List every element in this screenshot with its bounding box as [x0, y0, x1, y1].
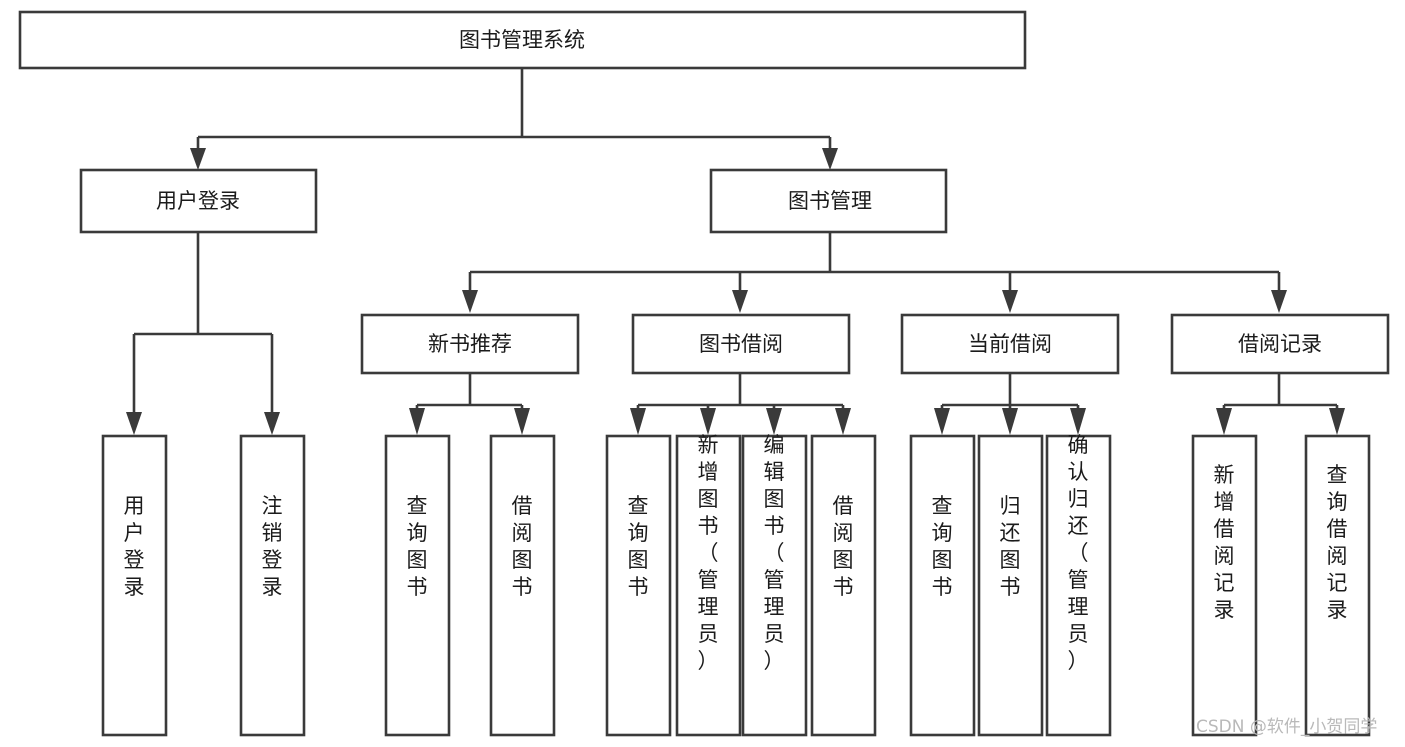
arrowhead-borrow-record	[1271, 290, 1287, 313]
leaf-logout-label: 注销登录	[262, 494, 283, 599]
leaf-bb-add-book-box[interactable]	[675, 434, 742, 737]
leaf-bb-borrow-book-label: 借阅图书	[833, 494, 854, 599]
arrowhead-nbr-leaf-2	[514, 408, 530, 435]
leaf-br-add-record-box[interactable]	[1191, 434, 1258, 737]
leaf-bb-add-book[interactable]: 新增图书（管理员）	[675, 433, 742, 737]
node-book-manage[interactable]: 图书管理	[709, 168, 948, 234]
arrowhead-bb-leaf-3	[766, 408, 782, 435]
leaf-cb-query-book[interactable]: 查询图书	[909, 434, 976, 737]
leaf-user-login-box[interactable]	[101, 434, 168, 737]
arrowhead-new-book-recommend	[462, 290, 478, 313]
leaf-br-query-record-label: 查询借阅记录	[1327, 463, 1348, 622]
arrowhead-nbr-leaf-1	[409, 408, 425, 435]
leaf-bb-borrow-book-box[interactable]	[810, 434, 877, 737]
leaf-bb-query-book-label: 查询图书	[628, 494, 649, 599]
leaf-cb-return-book-label: 归还图书	[1000, 494, 1021, 599]
node-new-book-recommend[interactable]: 新书推荐	[360, 313, 580, 375]
node-borrow-record[interactable]: 借阅记录	[1170, 313, 1390, 375]
arrowhead-leaf-logout	[264, 412, 280, 435]
node-book-manage-label: 图书管理	[788, 189, 872, 213]
leaf-br-add-record-label: 新增借阅记录	[1214, 463, 1235, 622]
node-book-manage-box[interactable]	[709, 168, 948, 234]
node-current-borrow-box[interactable]	[900, 313, 1120, 375]
node-user-login-label: 用户登录	[156, 189, 240, 213]
arrowhead-leaf-user-login	[126, 412, 142, 435]
leaf-nbr-query-book-label: 查询图书	[407, 494, 428, 599]
csdn-watermark: CSDN @软件_小贺同学	[1196, 717, 1377, 737]
leaf-br-query-record-box[interactable]	[1304, 434, 1371, 737]
leaf-nbr-borrow-book[interactable]: 借阅图书	[489, 434, 556, 737]
arrowhead-br-leaf-2	[1329, 408, 1345, 435]
leaf-user-login[interactable]: 用户登录	[101, 434, 168, 737]
node-borrow-record-label: 借阅记录	[1238, 332, 1322, 356]
arrowhead-bb-leaf-4	[835, 408, 851, 435]
arrowhead-user-login	[190, 148, 206, 170]
node-current-borrow-label: 当前借阅	[968, 332, 1052, 356]
leaf-cb-confirm-return[interactable]: 确认归还（管理员）	[1045, 433, 1112, 737]
leaf-nbr-borrow-book-box[interactable]	[489, 434, 556, 737]
leaf-bb-borrow-book[interactable]: 借阅图书	[810, 434, 877, 737]
node-root-label: 图书管理系统	[459, 28, 585, 52]
arrowhead-book-borrow	[732, 290, 748, 313]
leaf-bb-edit-book-label: 编辑图书（管理员）	[764, 433, 785, 673]
leaf-cb-confirm-return-box[interactable]	[1045, 434, 1112, 737]
node-borrow-record-box[interactable]	[1170, 313, 1390, 375]
leaf-cb-return-book[interactable]: 归还图书	[977, 434, 1044, 737]
arrowhead-br-leaf-1	[1216, 408, 1232, 435]
leaf-bb-edit-book-box[interactable]	[741, 434, 808, 737]
leaf-cb-query-book-box[interactable]	[909, 434, 976, 737]
leaf-bb-edit-book[interactable]: 编辑图书（管理员）	[741, 433, 808, 737]
leaf-logout-box[interactable]	[239, 434, 306, 737]
leaf-bb-query-book[interactable]: 查询图书	[605, 434, 672, 737]
node-user-login[interactable]: 用户登录	[79, 168, 318, 234]
node-book-borrow[interactable]: 图书借阅	[631, 313, 851, 375]
leaf-logout[interactable]: 注销登录	[239, 434, 306, 737]
node-root-box[interactable]	[18, 10, 1027, 70]
connector-layer	[126, 68, 1345, 435]
leaf-cb-return-book-box[interactable]	[977, 434, 1044, 737]
node-book-borrow-box[interactable]	[631, 313, 851, 375]
arrowhead-cb-leaf-1	[934, 408, 950, 435]
leaf-br-query-record[interactable]: 查询借阅记录	[1304, 434, 1371, 737]
node-current-borrow[interactable]: 当前借阅	[900, 313, 1120, 375]
leaf-bb-add-book-label: 新增图书（管理员）	[698, 433, 719, 673]
leaf-nbr-query-book[interactable]: 查询图书	[384, 434, 451, 737]
arrowhead-cb-leaf-3	[1070, 408, 1086, 435]
leaf-br-add-record[interactable]: 新增借阅记录	[1191, 434, 1258, 737]
leaf-cb-confirm-return-label: 确认归还（管理员）	[1068, 433, 1089, 673]
arrowhead-bb-leaf-2	[700, 408, 716, 435]
leaf-bb-query-book-box[interactable]	[605, 434, 672, 737]
leaf-nbr-query-book-box[interactable]	[384, 434, 451, 737]
leaf-user-login-label: 用户登录	[124, 494, 145, 599]
node-book-borrow-label: 图书借阅	[699, 332, 783, 356]
arrowhead-bb-leaf-1	[630, 408, 646, 435]
leaf-nbr-borrow-book-label: 借阅图书	[512, 494, 533, 599]
arrowhead-cb-leaf-2	[1002, 408, 1018, 435]
node-root-system[interactable]: 图书管理系统	[18, 10, 1027, 70]
leaf-cb-query-book-label: 查询图书	[932, 494, 953, 599]
node-new-book-recommend-label: 新书推荐	[428, 332, 512, 356]
node-user-login-box[interactable]	[79, 168, 318, 234]
node-new-book-recommend-box[interactable]	[360, 313, 580, 375]
arrowhead-book-manage	[822, 148, 838, 170]
arrowhead-current-borrow	[1002, 290, 1018, 313]
